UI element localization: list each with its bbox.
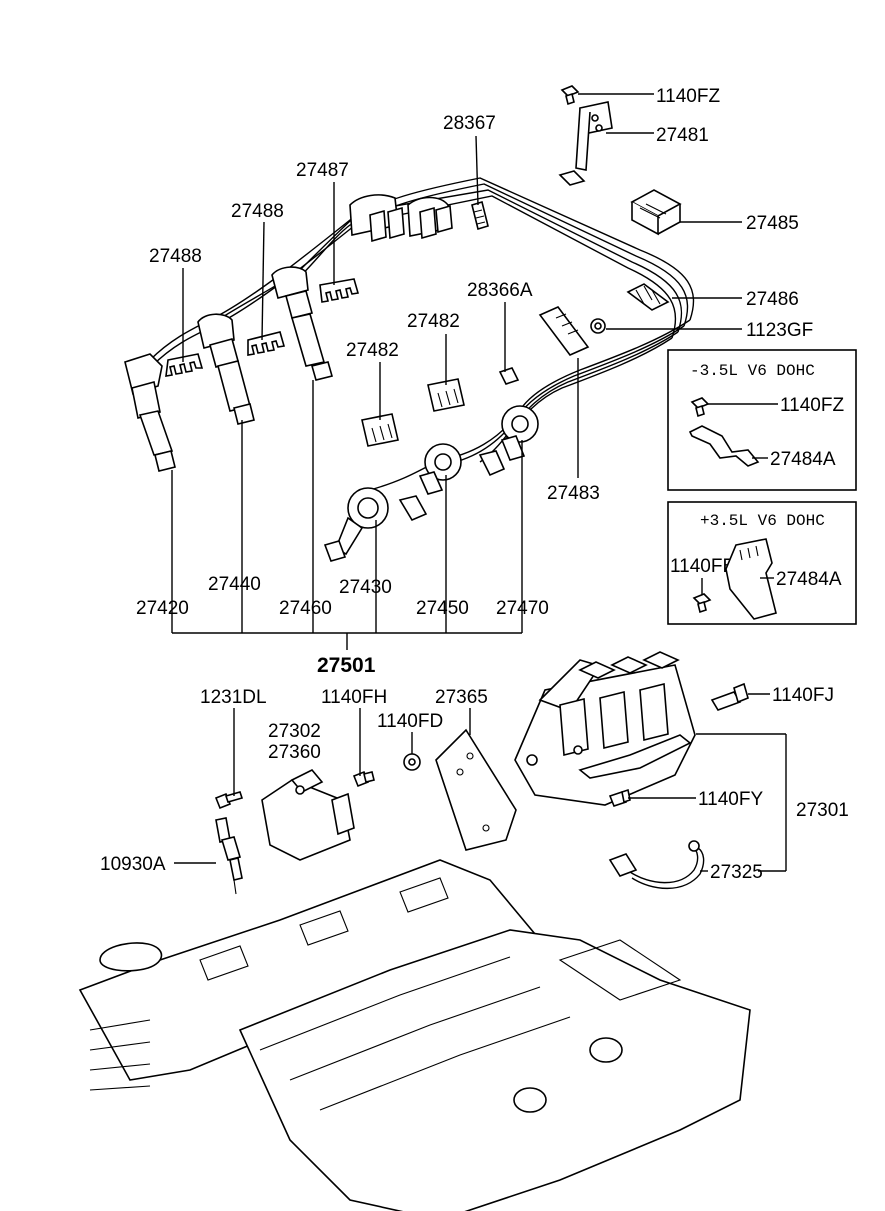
label-27481: 27481 [656, 125, 709, 146]
label-27501: 27501 [317, 654, 376, 677]
label-27470: 27470 [496, 598, 549, 619]
inset-minus-bolt-label: 1140FZ [780, 395, 844, 416]
label-27488-a: 27488 [149, 246, 202, 267]
label-27325: 27325 [710, 862, 763, 883]
label-1140FH: 1140FH [321, 687, 387, 708]
label-27302: 27302 [268, 721, 321, 742]
nut-1140FD [403, 753, 421, 771]
label-27365: 27365 [435, 687, 488, 708]
label-27301: 27301 [796, 800, 849, 821]
label-27482-b: 27482 [407, 311, 460, 332]
label-27483: 27483 [547, 483, 600, 504]
label-1140FJ: 1140FJ [772, 685, 834, 706]
label-28366A: 28366A [467, 280, 533, 301]
holder-27485 [630, 189, 682, 236]
label-1140FD: 1140FD [377, 711, 443, 732]
clip-27482-a [361, 413, 399, 447]
plug-lead-27460 [271, 266, 333, 381]
label-27430: 27430 [339, 577, 392, 598]
bolt-1140FZ [560, 85, 580, 106]
leaders-lower [174, 693, 787, 872]
inset-minus-3.5l: -3.5L V6 DOHC 1140FZ 27484A [667, 349, 857, 491]
label-10930A: 10930A [100, 854, 166, 875]
inset-plus-title: +3.5L V6 DOHC [700, 512, 825, 530]
label-1231DL: 1231DL [200, 687, 267, 708]
label-27485: 27485 [746, 213, 799, 234]
label-27488-b: 27488 [231, 201, 284, 222]
leaders-upper [171, 93, 742, 650]
clip-27488-b [247, 331, 286, 356]
grommet-28366A [498, 367, 520, 385]
bolt-1140FY [608, 788, 631, 807]
clip-27488-a [165, 353, 204, 377]
inset-plus-bracket-label: 27484A [776, 569, 842, 590]
label-27486: 27486 [746, 289, 799, 310]
ignitor-27302 [261, 769, 355, 861]
label-27450: 27450 [416, 598, 469, 619]
bolt-1123GF [590, 318, 606, 334]
clip-27482-b [427, 378, 465, 412]
holder-27486 [626, 283, 670, 311]
plug-lead-27420 [124, 353, 176, 472]
label-27482-a: 27482 [346, 340, 399, 361]
inset-minus-title: -3.5L V6 DOHC [690, 362, 815, 380]
bracket-27481 [558, 101, 613, 186]
inset-plus-bolt-label: 1140FB [670, 556, 735, 577]
label-27460: 27460 [279, 598, 332, 619]
plug-lead-27450 [418, 443, 506, 495]
bracket-28366A [538, 306, 590, 356]
label-1123GF: 1123GF [746, 320, 813, 341]
clip-28367 [471, 200, 489, 231]
label-27487: 27487 [296, 160, 349, 181]
ground-cable-27325 [608, 840, 705, 890]
spark-plug-10930A [215, 817, 243, 895]
label-27360: 27360 [268, 742, 321, 763]
clip-27487 [319, 278, 360, 303]
label-27420: 27420 [136, 598, 189, 619]
bolt-1140FH [352, 770, 375, 788]
bolt-1140FJ [710, 682, 749, 711]
inset-minus-bracket-label: 27484A [770, 449, 836, 470]
label-28367: 28367 [443, 113, 496, 134]
plug-lead-27430 [323, 487, 428, 562]
label-1140FZ: 1140FZ [656, 86, 720, 107]
part-labels: 1140FZ 27481 28367 27487 27485 27488 274… [100, 86, 849, 883]
bracket-27365 [435, 728, 517, 851]
inset-plus-3.5l: +3.5L V6 DOHC 1140FB 27484A [667, 501, 857, 625]
label-27440: 27440 [208, 574, 261, 595]
plug-lead-27470 [500, 405, 539, 461]
bolt-1231DL [214, 791, 244, 810]
label-1140FY: 1140FY [698, 789, 763, 810]
plug-lead-27440 [197, 313, 255, 425]
engine-block [78, 859, 751, 1211]
ignition-coil-27301 [514, 651, 696, 806]
